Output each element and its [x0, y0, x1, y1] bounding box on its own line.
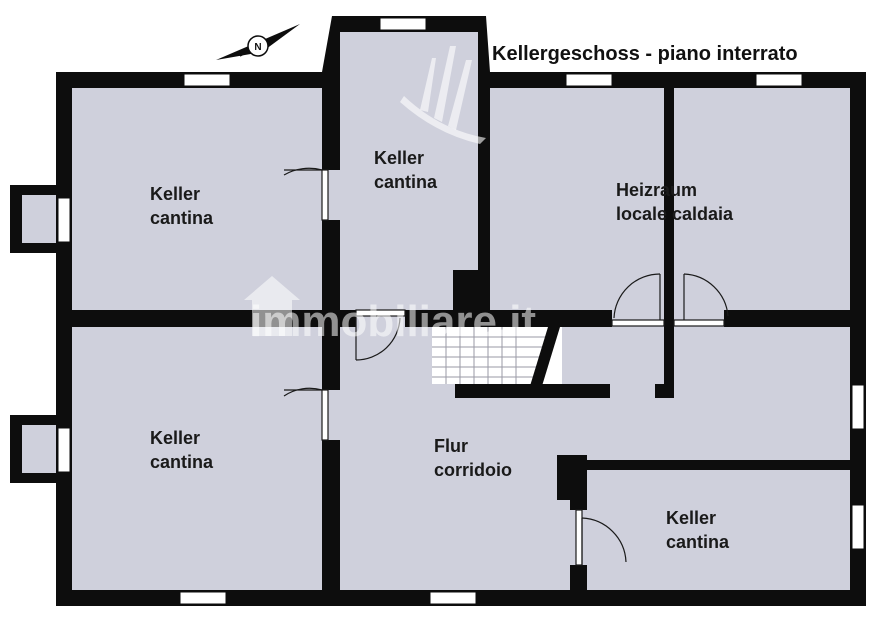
room-label-cellar-bottom-left: Keller cantina — [150, 428, 214, 472]
room-label-line2: locale caldaia — [616, 204, 734, 224]
wall-stair-base — [455, 384, 610, 398]
wall-left-rooms-lower — [322, 327, 340, 590]
room-label-line2: cantina — [374, 172, 438, 192]
room-label-cellar-tower: Keller cantina — [374, 148, 438, 192]
room-label-line2: corridoio — [434, 460, 512, 480]
door-cellar-bottom-right — [575, 509, 627, 566]
floor-bay-lower — [22, 425, 60, 473]
compass-ring — [247, 35, 269, 57]
room-label-cellar-bottom-right: Keller cantina — [666, 508, 730, 552]
bay-upper-side — [10, 185, 22, 253]
window-top-boiler-left — [565, 73, 613, 87]
floor-cellar-bottom-left — [72, 327, 322, 590]
staircase — [432, 327, 562, 386]
room-label-line2: cantina — [666, 532, 730, 552]
floor-cellar-bottom-right — [587, 470, 850, 590]
wall-cellar-br-pier — [557, 455, 587, 500]
room-label-line1: Keller — [150, 184, 200, 204]
watermark: immobiliare.it — [244, 46, 536, 346]
window-right-corridor — [851, 384, 865, 430]
room-labels: Keller cantina Keller cantina Heizraum l… — [150, 148, 734, 552]
window-bottom-left — [179, 591, 227, 605]
outer-wall-right — [850, 72, 866, 606]
window-top-boiler-right — [755, 73, 803, 87]
window-bay-upper — [57, 197, 71, 243]
watermark-house-icon — [244, 276, 300, 336]
tower-wall-right — [470, 16, 490, 88]
tower-wall-left — [322, 16, 347, 88]
window-right-cellar — [851, 504, 865, 550]
room-label-line1: Flur — [434, 436, 468, 456]
watermark-text: immobiliare.it — [250, 297, 536, 346]
bay-lower-side — [10, 415, 22, 483]
windows — [57, 17, 865, 605]
bay-upper-bottom — [10, 243, 70, 253]
mid-wall-center — [405, 310, 612, 327]
room-label-line1: Keller — [666, 508, 716, 528]
bay-lower-bottom — [10, 473, 70, 483]
floor-cellar-tower — [340, 32, 478, 310]
wall-cellar-br-top — [570, 460, 850, 470]
room-label-line2: cantina — [150, 208, 214, 228]
door-boiler-right — [673, 273, 729, 327]
wall-cellar-br-left-lower — [570, 565, 587, 590]
doors — [283, 167, 729, 566]
room-label-line1: Heizraum — [616, 180, 697, 200]
compass-north-letter: N — [254, 42, 261, 53]
room-label-line1: Keller — [150, 428, 200, 448]
plan-title: Kellergeschoss - piano interrato — [492, 43, 798, 65]
outer-wall-top-right — [484, 72, 866, 88]
door-cellar-top-left — [283, 167, 329, 221]
room-label-corridor: Flur corridoio — [434, 436, 512, 480]
window-bay-lower — [57, 427, 71, 473]
outer-wall-left — [56, 72, 72, 606]
room-label-line2: cantina — [150, 452, 214, 472]
wall-tower-right — [478, 88, 490, 310]
room-label-line1: Keller — [374, 148, 424, 168]
room-floors — [22, 32, 850, 590]
stair-stringer — [530, 327, 560, 386]
wall-boiler-split — [664, 88, 674, 384]
floor-cellar-top-left — [72, 88, 322, 310]
window-tower — [379, 17, 427, 31]
door-cellar-bottom-left — [283, 387, 329, 441]
room-label-cellar-top-left: Keller cantina — [150, 184, 214, 228]
window-bottom-corridor — [429, 591, 477, 605]
bay-lower-top — [10, 415, 70, 425]
room-label-boiler-room: Heizraum locale caldaia — [616, 180, 734, 224]
bay-upper-top — [10, 185, 70, 195]
door-boiler-left — [611, 273, 665, 327]
compass: N — [216, 24, 300, 60]
wall-stub-corridor — [655, 384, 674, 398]
door-stair — [355, 309, 406, 361]
watermark-logo-icon — [400, 46, 486, 144]
window-top-left — [183, 73, 231, 87]
floor-bay-upper — [22, 195, 60, 243]
